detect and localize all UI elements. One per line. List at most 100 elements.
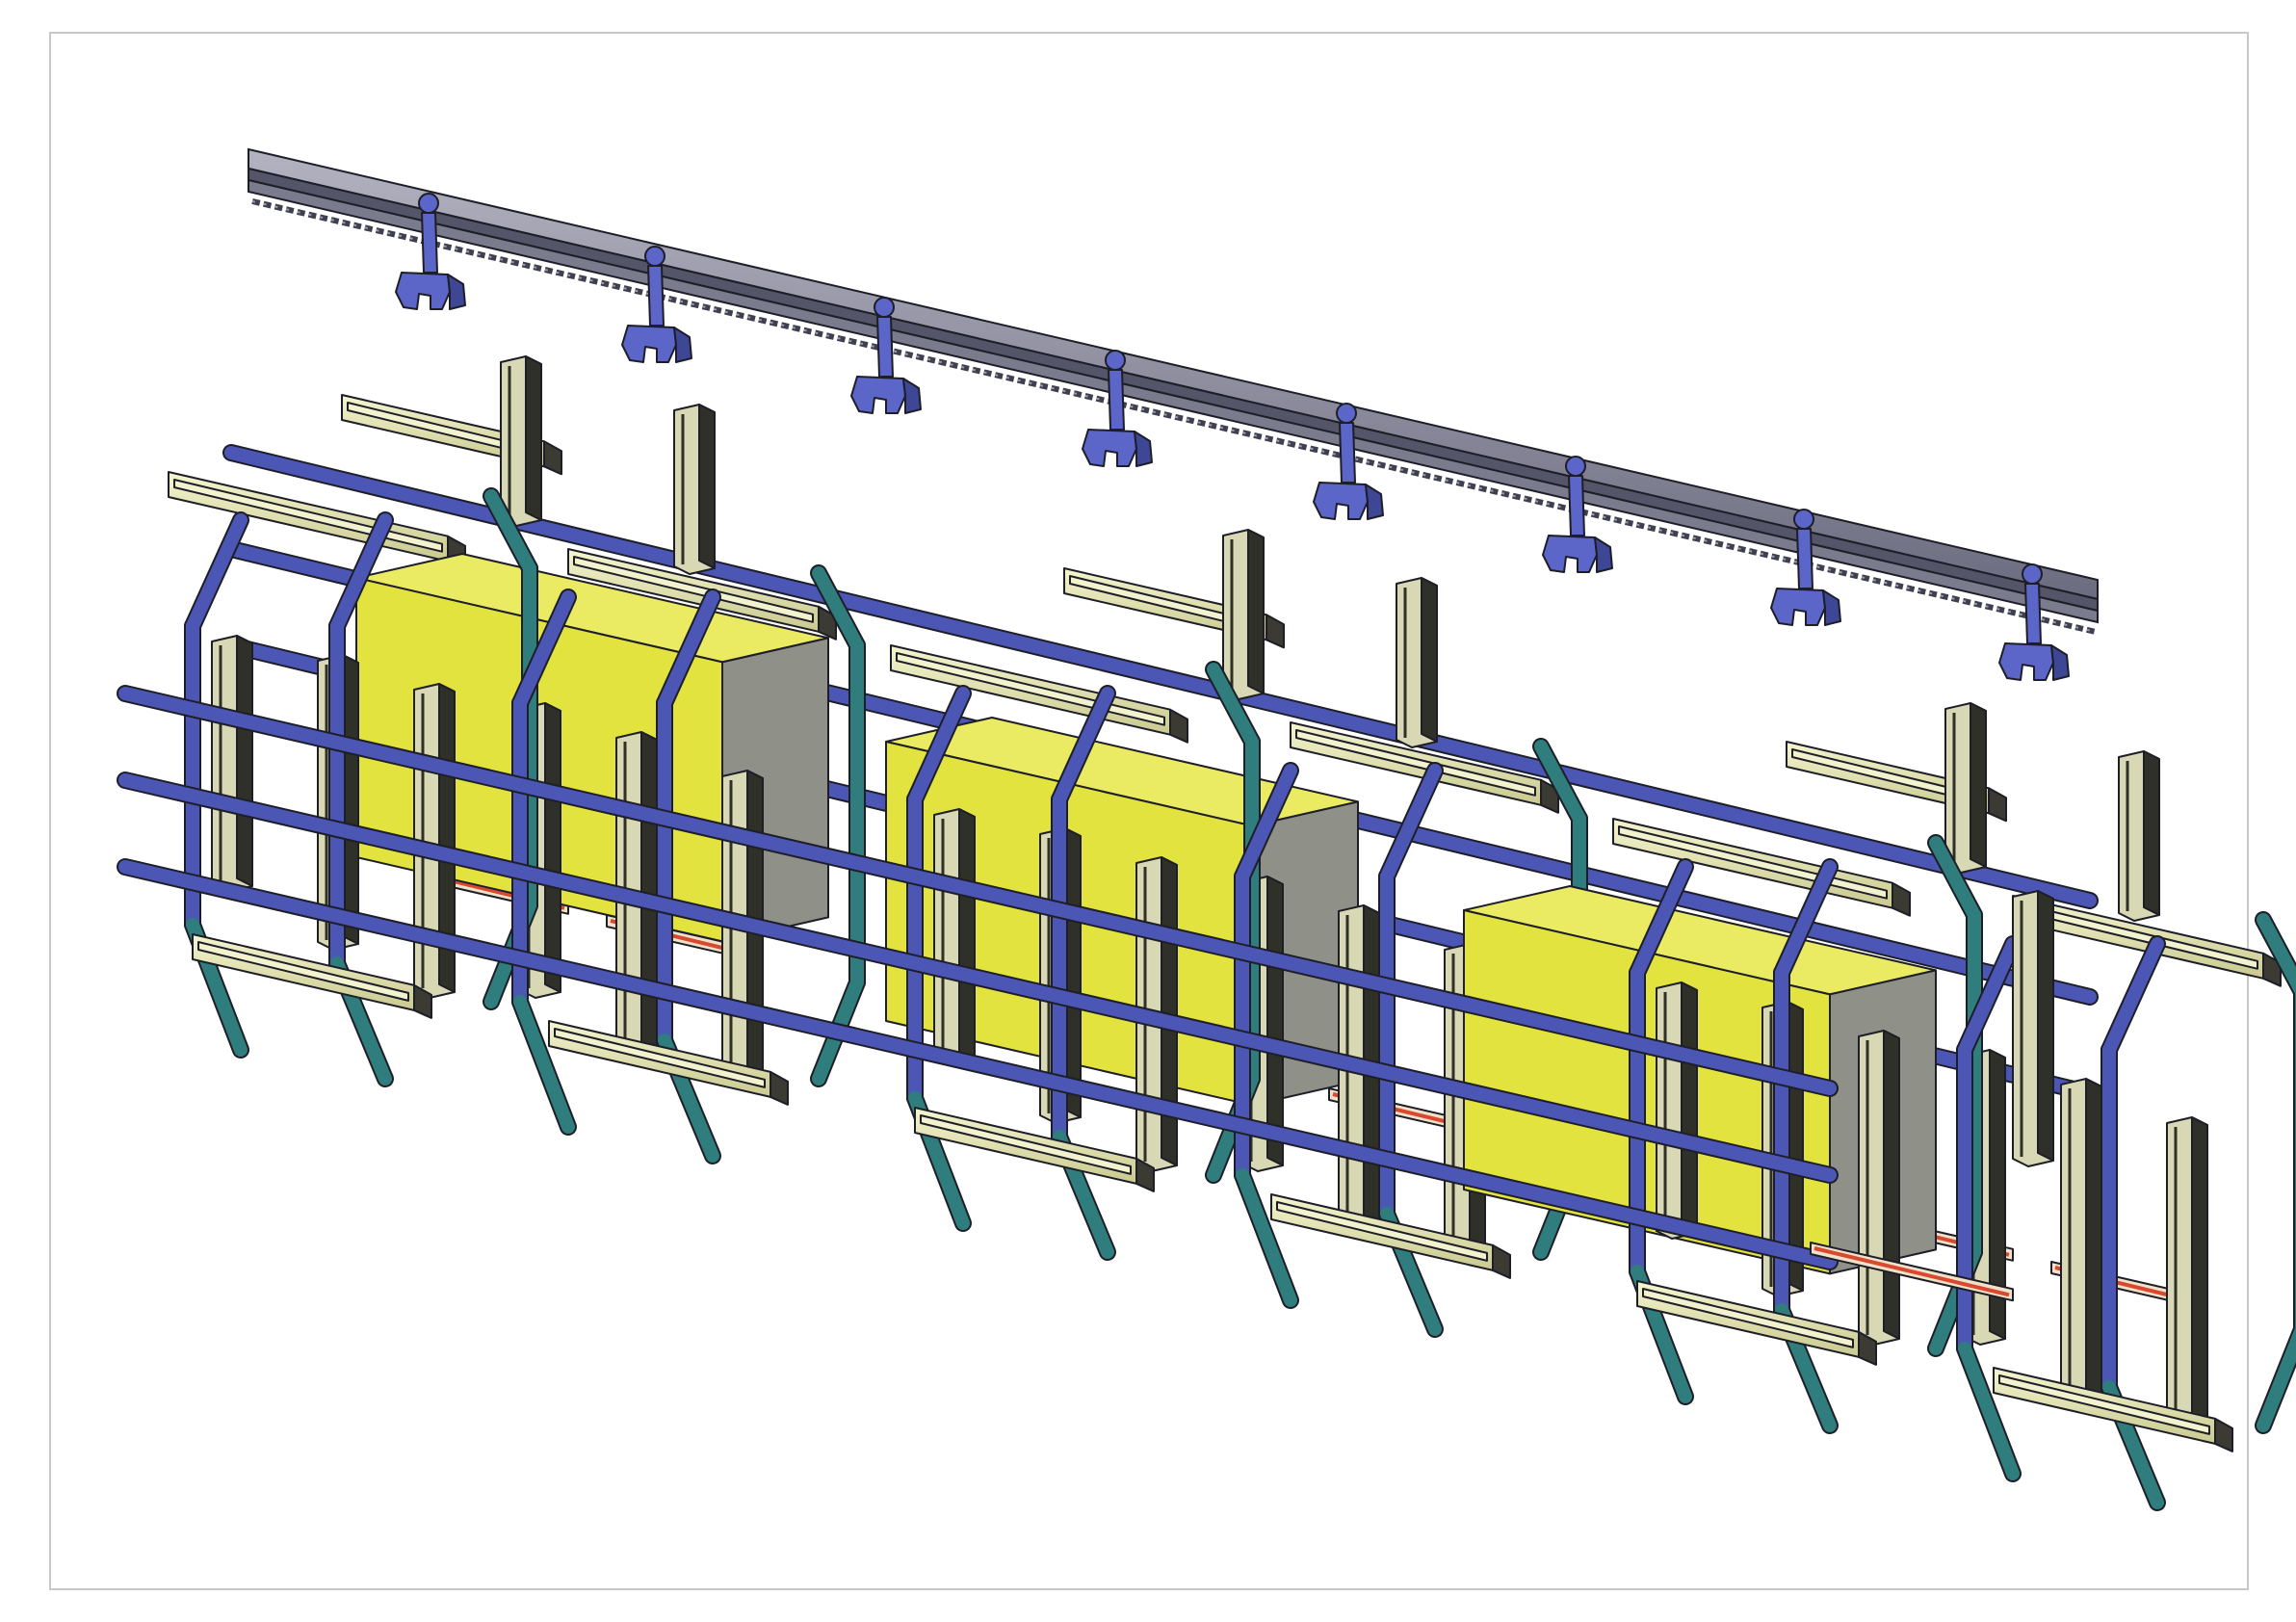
hook-side [2050, 644, 2070, 681]
hook-side [1365, 484, 1384, 520]
lamp-tube [1642, 1288, 1854, 1348]
hook-roller [418, 193, 439, 214]
vertical-post [1396, 577, 1438, 748]
lamp-end-cap [1492, 1243, 1511, 1279]
lamp-end-cap [1135, 1157, 1155, 1192]
vertical-post [673, 404, 716, 575]
post-side [1266, 876, 1284, 1166]
cage-modules [117, 355, 2296, 1511]
post-side [236, 635, 253, 887]
vertical-post [2012, 890, 2054, 1167]
post-side [1970, 702, 1987, 868]
post-side [1421, 577, 1438, 743]
lamp-tube [554, 1028, 766, 1088]
cage-strut [2257, 1325, 2296, 1432]
lamp-end-cap [770, 1070, 789, 1106]
hook-roller [2022, 563, 2043, 585]
hanger-hook [1313, 403, 1384, 520]
cage-strut [908, 687, 970, 806]
cage-strut [1775, 860, 1837, 980]
vertical-post [2060, 1078, 2102, 1403]
hook-side [1594, 536, 1613, 573]
lamp-tube [1276, 1201, 1488, 1262]
cage-module [1463, 702, 2296, 1511]
post-side [525, 355, 542, 521]
hanger-hook [395, 193, 466, 310]
cage-rail [224, 446, 2097, 907]
cage-strut [1053, 687, 1114, 806]
lamp-bar [548, 1020, 789, 1106]
vertical-post [1656, 981, 1698, 1240]
hook-stem [1568, 475, 1585, 536]
hook-side [447, 274, 466, 310]
hook-stem [2024, 583, 2042, 644]
lamp-end-cap [1892, 881, 1911, 917]
cage-strut [2102, 937, 2164, 1057]
lamp-bar [1270, 1193, 1511, 1279]
cage-strut [1236, 1168, 1297, 1307]
hook-side [1822, 589, 1841, 626]
post-side [698, 404, 716, 569]
hanger-hook [1082, 350, 1153, 467]
post-side [1883, 1030, 1900, 1340]
cage-rail [118, 860, 1837, 1269]
lamp-end-cap [1265, 614, 1285, 649]
hook-roller [1565, 456, 1586, 477]
vertical-post [2118, 750, 2160, 922]
vertical-post [1944, 702, 1987, 874]
hanger-hook [1770, 509, 1841, 626]
hook-stem [876, 316, 894, 378]
yellow-box [1463, 885, 1937, 1275]
hanger-hook [621, 246, 692, 363]
lamp-tube [197, 941, 409, 1002]
hook-stem [1339, 422, 1356, 484]
hanger-hook [850, 297, 922, 414]
cage-strut [1929, 836, 1981, 922]
red-heater [1810, 1242, 2014, 1302]
cage-strut [1958, 1342, 2020, 1480]
hook-roller [1336, 403, 1357, 424]
hanger-hooks [395, 193, 2070, 681]
vertical-post [500, 355, 542, 527]
conveyor-chain [251, 198, 2097, 635]
hook-stem [647, 265, 665, 327]
post-side [2191, 1116, 2208, 1426]
cage-strut [1236, 764, 1297, 883]
cage-strut [484, 489, 536, 575]
heater-element [1813, 1246, 2010, 1297]
lamp-end-cap [413, 983, 432, 1019]
lamp-tube [1998, 1374, 2210, 1435]
lamp-bar [192, 933, 432, 1019]
hook-stem [421, 212, 438, 274]
hook-stem [1108, 369, 1125, 431]
hook-side [1134, 431, 1153, 467]
cage-rail [118, 773, 1837, 1182]
lamp-end-cap [543, 440, 562, 476]
vertical-post [1222, 529, 1265, 700]
post-side [544, 702, 561, 993]
cage-strut [1631, 860, 1692, 980]
lamp-bar [1290, 721, 1559, 814]
lamp-end-cap [1988, 787, 2007, 823]
cage-strut [1207, 663, 1259, 748]
cage-strut [513, 995, 575, 1134]
hook-roller [1793, 509, 1814, 530]
post-side [2037, 890, 2054, 1162]
cage-strut [513, 590, 575, 710]
lamp-end-cap [2214, 1417, 2233, 1452]
lamp-end-cap [1858, 1330, 1877, 1366]
cage-strut [1958, 937, 2020, 1057]
cage-rail [118, 687, 1837, 1095]
overhead-conveyor-rail [248, 147, 2099, 624]
post-side [1681, 981, 1698, 1234]
lamp-end-cap [1169, 708, 1188, 744]
lamp-bar [1636, 1280, 1877, 1366]
cage-strut [1380, 764, 1442, 883]
post-side [958, 808, 976, 1060]
lamp-bar [1786, 741, 2007, 823]
post-side [1161, 856, 1178, 1166]
post-side [1989, 1049, 2006, 1340]
lamp-bar [1993, 1367, 2233, 1452]
